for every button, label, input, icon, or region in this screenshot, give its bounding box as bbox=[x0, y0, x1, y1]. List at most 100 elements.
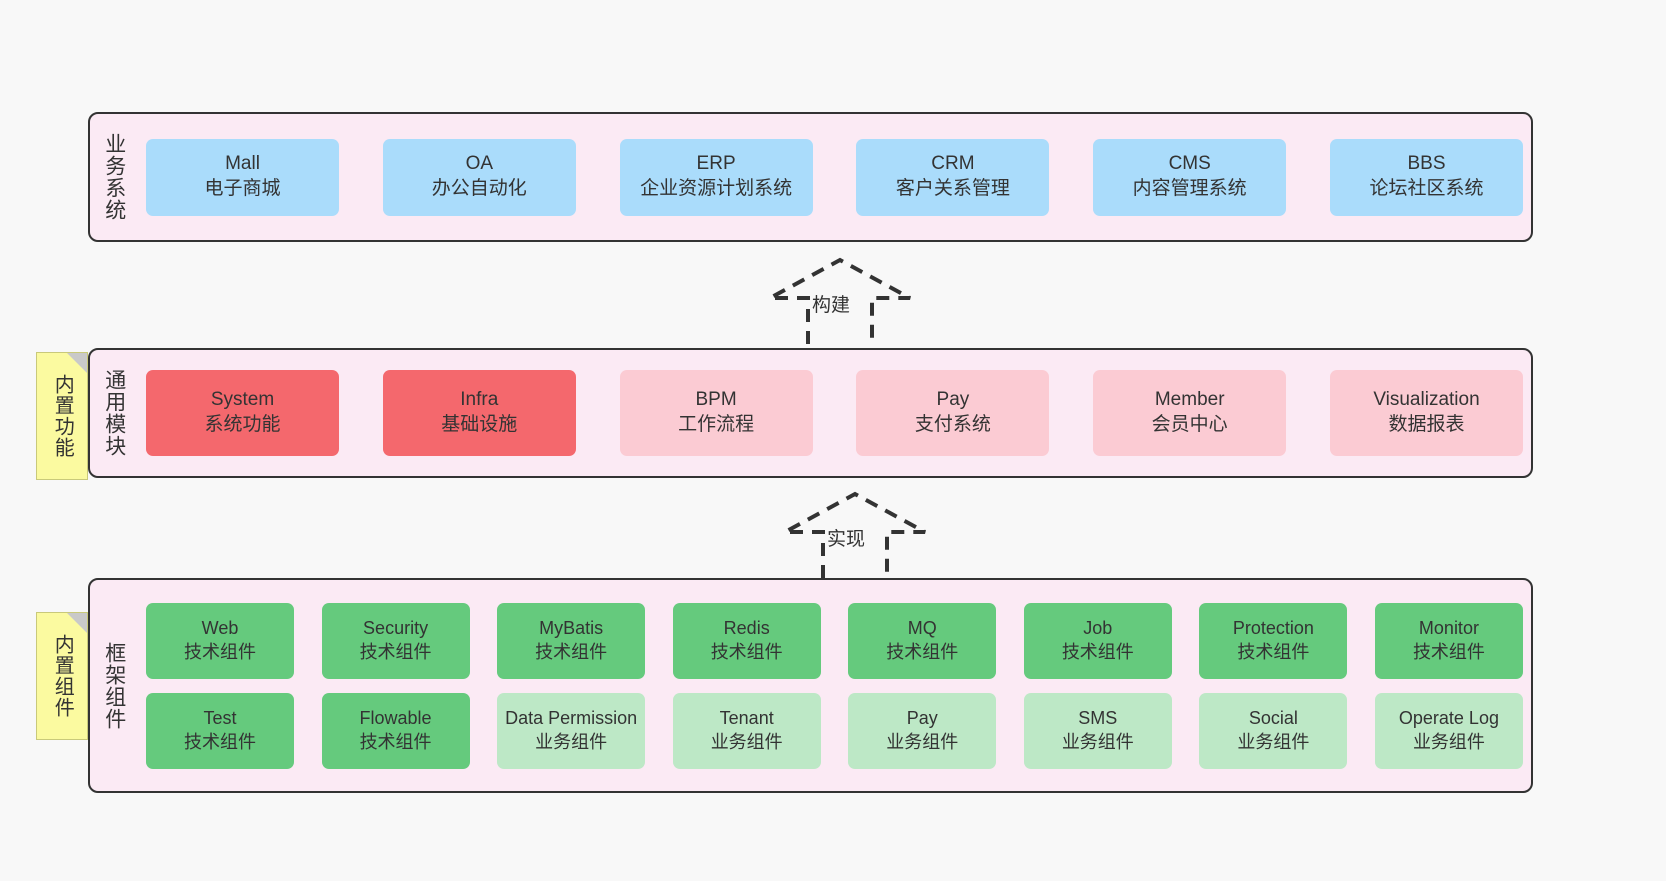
card-job[interactable]: Job 技术组件 bbox=[1023, 602, 1172, 679]
layer-body-business-system: Mall 电子商城 OA 办公自动化 ERP 企业资源计划系统 CRM 客户关系… bbox=[138, 114, 1531, 240]
card-bbs[interactable]: BBS 论坛社区系统 bbox=[1329, 138, 1523, 216]
card-social[interactable]: Social 业务组件 bbox=[1199, 692, 1348, 769]
card-title-en: Visualization bbox=[1373, 389, 1480, 411]
card-data-permission[interactable]: Data Permission 业务组件 bbox=[497, 692, 646, 769]
card-title-cn: 技术组件 bbox=[1412, 641, 1485, 662]
framework-card-grid: Web 技术组件 Security 技术组件 MyBatis 技术组件 Redi… bbox=[146, 589, 1523, 783]
layer-title-common-module: 通用模块 bbox=[102, 369, 126, 457]
card-title-cn: 技术组件 bbox=[1237, 641, 1310, 662]
arrow-implement-icon bbox=[784, 491, 926, 578]
card-title-cn: 会员中心 bbox=[1151, 414, 1228, 435]
framework-card-row-tech: Web 技术组件 Security 技术组件 MyBatis 技术组件 Redi… bbox=[146, 602, 1523, 679]
card-mybatis[interactable]: MyBatis 技术组件 bbox=[497, 602, 646, 679]
card-title-en: Security bbox=[363, 618, 429, 639]
card-sms[interactable]: SMS 业务组件 bbox=[1023, 692, 1172, 769]
card-title-cn: 业务组件 bbox=[1061, 731, 1134, 752]
card-title-en: Web bbox=[201, 618, 239, 639]
card-title-cn: 技术组件 bbox=[1061, 641, 1134, 662]
card-title-en: Job bbox=[1083, 618, 1113, 639]
note-builtin-features: 内置功能 bbox=[36, 352, 88, 480]
card-test[interactable]: Test 技术组件 bbox=[146, 692, 294, 769]
card-title-cn: 技术组件 bbox=[886, 641, 959, 662]
layer-framework-component: 框架组件 Web 技术组件 Security 技术组件 MyBatis 技术组件 bbox=[88, 578, 1533, 793]
card-title-cn: 工作流程 bbox=[678, 414, 755, 435]
card-pay[interactable]: Pay 支付系统 bbox=[856, 370, 1050, 456]
arrow-label-implement: 实现 bbox=[827, 529, 866, 550]
card-title-en: Monitor bbox=[1418, 618, 1479, 639]
card-protection[interactable]: Protection 技术组件 bbox=[1199, 602, 1348, 679]
card-security[interactable]: Security 技术组件 bbox=[321, 602, 470, 679]
note-text: 内置功能 bbox=[51, 374, 74, 458]
card-mall[interactable]: Mall 电子商城 bbox=[146, 138, 339, 216]
arrow-label-build: 构建 bbox=[812, 295, 851, 316]
card-title-cn: 业务组件 bbox=[886, 731, 959, 752]
card-title-cn: 技术组件 bbox=[535, 641, 608, 662]
card-pay-component[interactable]: Pay 业务组件 bbox=[848, 692, 997, 769]
card-oa[interactable]: OA 办公自动化 bbox=[382, 138, 576, 216]
card-flowable[interactable]: Flowable 技术组件 bbox=[321, 692, 470, 769]
card-system[interactable]: System 系统功能 bbox=[146, 370, 339, 456]
card-title-en: Pay bbox=[906, 708, 938, 729]
card-title-en: OA bbox=[465, 153, 494, 175]
card-title-cn: 技术组件 bbox=[359, 641, 432, 662]
card-member[interactable]: Member 会员中心 bbox=[1093, 370, 1287, 456]
card-title-en: Mall bbox=[225, 153, 260, 175]
card-title-cn: 内容管理系统 bbox=[1132, 178, 1247, 199]
layer-title-business-system: 业务系统 bbox=[102, 133, 126, 221]
card-title-en: Pay bbox=[936, 389, 970, 411]
card-title-cn: 技术组件 bbox=[359, 731, 432, 752]
card-tenant[interactable]: Tenant 业务组件 bbox=[672, 692, 821, 769]
card-title-en: System bbox=[210, 389, 275, 411]
card-title-cn: 业务组件 bbox=[1237, 731, 1310, 752]
card-cms[interactable]: CMS 内容管理系统 bbox=[1093, 138, 1287, 216]
card-title-cn: 基础设施 bbox=[441, 414, 518, 435]
note-builtin-components: 内置组件 bbox=[36, 612, 88, 740]
layer-body-common-module: System 系统功能 Infra 基础设施 BPM 工作流程 Pay 支付系统… bbox=[138, 350, 1531, 476]
card-title-cn: 办公自动化 bbox=[431, 178, 527, 199]
business-card-row: Mall 电子商城 OA 办公自动化 ERP 企业资源计划系统 CRM 客户关系… bbox=[146, 138, 1523, 216]
card-title-cn: 业务组件 bbox=[1412, 731, 1485, 752]
card-title-en: BPM bbox=[695, 389, 737, 411]
card-title-cn: 企业资源计划系统 bbox=[640, 178, 793, 199]
card-title-cn: 数据报表 bbox=[1388, 414, 1465, 435]
card-title-en: Tenant bbox=[719, 708, 774, 729]
card-title-cn: 客户关系管理 bbox=[895, 178, 1010, 199]
card-visualization[interactable]: Visualization 数据报表 bbox=[1329, 370, 1523, 456]
layer-body-framework-component: Web 技术组件 Security 技术组件 MyBatis 技术组件 Redi… bbox=[138, 580, 1531, 791]
card-title-en: Operate Log bbox=[1398, 708, 1499, 729]
card-redis[interactable]: Redis 技术组件 bbox=[672, 602, 821, 679]
card-title-en: Data Permission bbox=[505, 708, 638, 729]
card-title-cn: 技术组件 bbox=[184, 641, 256, 662]
layer-title-framework-component: 框架组件 bbox=[102, 641, 126, 730]
card-title-en: ERP bbox=[696, 153, 736, 175]
card-title-en: BBS bbox=[1407, 153, 1446, 175]
card-mq[interactable]: MQ 技术组件 bbox=[848, 602, 997, 679]
card-monitor[interactable]: Monitor 技术组件 bbox=[1374, 602, 1523, 679]
card-title-cn: 论坛社区系统 bbox=[1369, 178, 1484, 199]
card-title-en: Social bbox=[1248, 708, 1298, 729]
card-infra[interactable]: Infra 基础设施 bbox=[382, 370, 576, 456]
layer-business-system: 业务系统 Mall 电子商城 OA 办公自动化 ERP 企业资源计划系统 CRM… bbox=[88, 112, 1533, 242]
arrow-build-icon bbox=[769, 257, 911, 344]
card-title-en: Redis bbox=[723, 618, 770, 639]
framework-card-row-biz: Test 技术组件 Flowable 技术组件 Data Permission … bbox=[146, 692, 1523, 769]
card-web[interactable]: Web 技术组件 bbox=[146, 602, 294, 679]
card-operate-log[interactable]: Operate Log 业务组件 bbox=[1374, 692, 1523, 769]
card-title-en: Flowable bbox=[359, 708, 432, 729]
card-erp[interactable]: ERP 企业资源计划系统 bbox=[619, 138, 813, 216]
card-title-en: SMS bbox=[1078, 708, 1118, 729]
card-title-cn: 技术组件 bbox=[184, 731, 256, 752]
card-title-en: MQ bbox=[907, 618, 937, 639]
common-card-row: System 系统功能 Infra 基础设施 BPM 工作流程 Pay 支付系统… bbox=[146, 370, 1523, 456]
layer-common-module: 通用模块 System 系统功能 Infra 基础设施 BPM 工作流程 Pay… bbox=[88, 348, 1533, 478]
card-title-en: CMS bbox=[1168, 153, 1211, 175]
card-title-cn: 业务组件 bbox=[710, 731, 783, 752]
card-title-cn: 业务组件 bbox=[535, 731, 608, 752]
card-bpm[interactable]: BPM 工作流程 bbox=[619, 370, 813, 456]
card-title-en: Infra bbox=[460, 389, 499, 411]
card-crm[interactable]: CRM 客户关系管理 bbox=[856, 138, 1050, 216]
card-title-en: MyBatis bbox=[539, 618, 604, 639]
card-title-en: Protection bbox=[1232, 618, 1314, 639]
card-title-cn: 系统功能 bbox=[204, 414, 281, 435]
card-title-cn: 技术组件 bbox=[710, 641, 783, 662]
